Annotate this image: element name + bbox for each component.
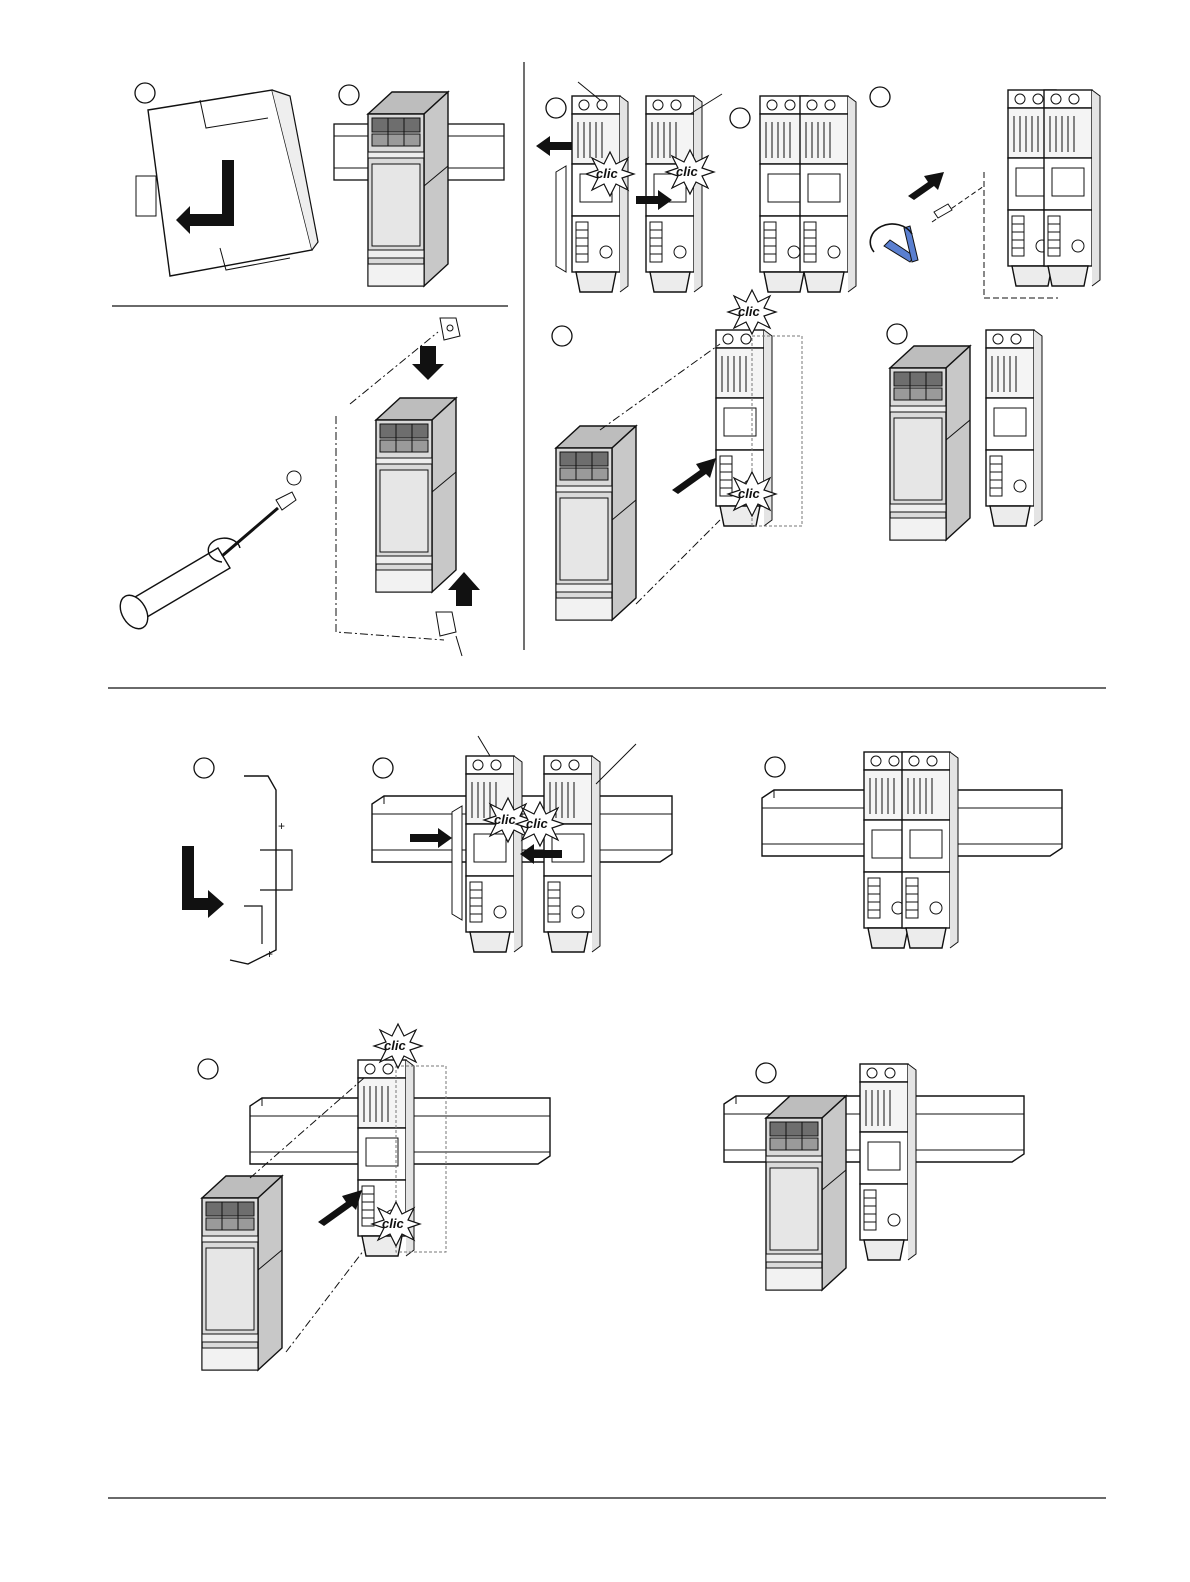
screwdriver-icon [115,492,296,634]
panel-module-on-rail-mounted [724,1063,1024,1290]
module-icon [556,426,636,620]
step-marker [730,108,750,128]
step-marker [194,758,214,778]
step-marker [870,87,890,107]
step-marker [765,757,785,777]
panel-joined-bases [730,96,856,292]
panel-plug-module-on-base: clic clic [552,290,802,620]
base-icon [646,96,702,292]
step-marker [198,1059,218,1079]
base-icon [860,1064,916,1260]
panel-tilt-onto-rail [135,83,318,276]
module-icon [202,1176,282,1370]
base-icon [1044,90,1100,286]
base-icon [902,752,958,948]
step-marker [339,85,359,105]
clic-label: clic [676,164,698,179]
panel-screw-base-hex-key [870,87,1100,298]
module-icon [376,398,456,592]
base-icon [572,96,628,292]
module-icon [890,346,970,540]
hex-key-icon [884,226,918,262]
step-marker [552,326,572,346]
clic-label: clic [494,812,516,827]
panel-module-on-base-mounted [887,324,1042,540]
step-marker [135,83,155,103]
panel-plug-module-on-rail-base: clic clic [198,1024,550,1370]
step-marker [373,758,393,778]
clic-label: clic [738,304,760,319]
svg-text:+: + [266,947,273,961]
panel-module-on-rail [334,85,504,286]
step-marker [887,324,907,344]
bracket-icon: + + [230,776,292,964]
base-icon [986,330,1042,526]
module-icon [766,1096,846,1290]
base-icon [800,96,856,292]
clic-label: clic [526,816,548,831]
panel-join-bases-clic: clic clic [536,82,722,292]
panel-clip-end-bracket: + + [182,758,292,964]
base-icon [466,756,522,952]
clic-label: clic [382,1216,404,1231]
panel-join-bases-on-rail: clic clic [372,736,672,952]
clic-label: clic [384,1038,406,1053]
clic-label: clic [738,486,760,501]
module-icon [368,92,448,286]
panel-screw-mount-brackets [115,318,480,656]
step-marker [546,98,566,118]
step-marker [756,1063,776,1083]
clic-label: clic [596,166,618,181]
panel-bases-on-rail [762,752,1062,948]
svg-text:+: + [278,819,285,833]
curved-arrow-icon [182,846,224,918]
